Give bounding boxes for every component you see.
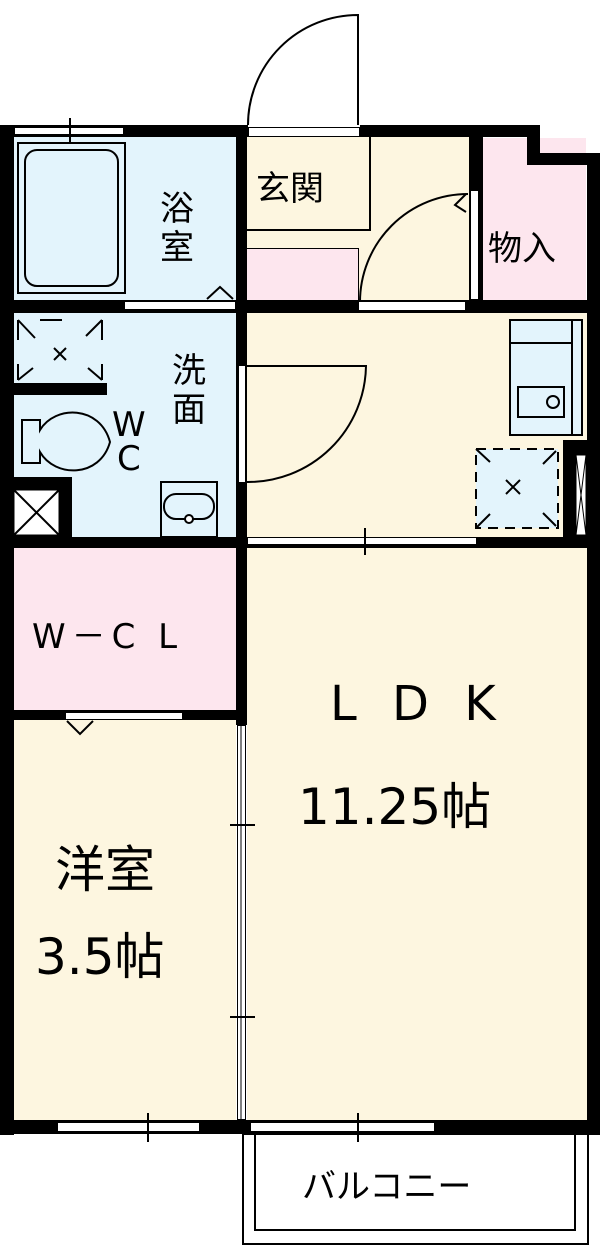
western-room-window bbox=[57, 1122, 200, 1132]
western-room bbox=[12, 720, 236, 1120]
western-room-label: 洋室 bbox=[55, 841, 155, 899]
wcl-door[interactable] bbox=[65, 712, 183, 720]
outer-wall-left bbox=[0, 125, 14, 1135]
balcony-label: バルコニー bbox=[302, 1167, 472, 1207]
washroom-door[interactable] bbox=[238, 365, 246, 483]
walk-in-closet-label: W－C L bbox=[32, 617, 184, 657]
toilet-label: W C bbox=[112, 405, 146, 479]
washroom-label: 洗 面 bbox=[172, 351, 206, 431]
entrance-door-opening[interactable] bbox=[248, 127, 360, 137]
ldk-label: L D K bbox=[330, 676, 506, 732]
walk-in-closet bbox=[12, 548, 236, 710]
ldk-window bbox=[250, 1122, 435, 1132]
outer-wall-top-notch bbox=[527, 153, 600, 165]
bath-door[interactable] bbox=[124, 301, 236, 310]
wall-washroom-partition bbox=[12, 383, 107, 395]
ldk-room bbox=[247, 548, 587, 1120]
storage-closet-label: 物入 bbox=[488, 229, 556, 269]
entrance-label: 玄関 bbox=[256, 169, 324, 209]
ldk-size: 11.25帖 bbox=[298, 778, 492, 836]
outer-wall-top-right bbox=[360, 125, 540, 137]
western-room-size: 3.5帖 bbox=[35, 928, 165, 986]
storage-closet bbox=[483, 138, 586, 302]
storage-door[interactable] bbox=[470, 190, 479, 300]
entrance-inner-door-opening[interactable] bbox=[358, 301, 466, 311]
bath-label: 浴 室 bbox=[160, 189, 194, 269]
kitchen-sliding-door[interactable] bbox=[247, 537, 477, 545]
outer-wall-right bbox=[587, 153, 600, 1135]
entrance-shoe-storage bbox=[247, 248, 359, 302]
